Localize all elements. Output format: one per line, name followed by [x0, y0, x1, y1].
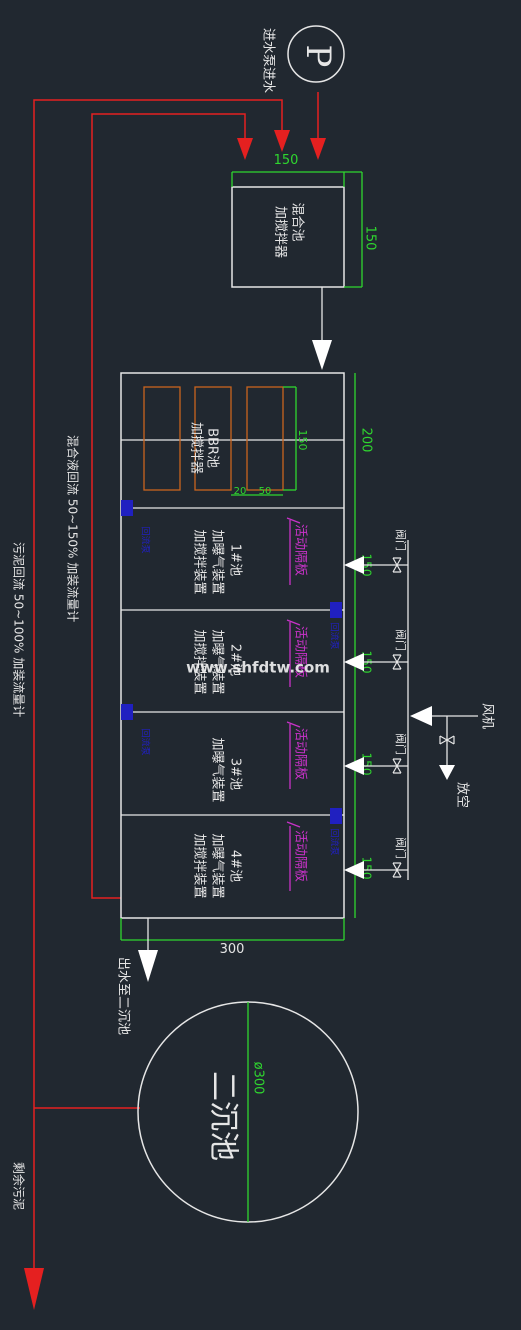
- valve-label-2: 阀门: [394, 629, 408, 651]
- air-valves: [392, 557, 455, 878]
- pump-label: 进水泵进水: [261, 28, 276, 93]
- valve-label-4: 阀门: [394, 837, 408, 859]
- mix-to-basin-arrow: [312, 340, 332, 370]
- bbr-dim-c: 20: [234, 486, 247, 497]
- inlet-arrow: [310, 138, 326, 160]
- outlet-label: 出水至二沉池: [116, 957, 131, 1035]
- bbr-tank-title: BBR池: [205, 428, 220, 468]
- basin-dividers: [121, 439, 344, 816]
- mix-tank-dim-width: 150: [274, 153, 299, 168]
- blower-arrow: [410, 706, 432, 726]
- pump-marks: [121, 500, 342, 824]
- tank-4-mixer: 加搅拌装置: [192, 833, 208, 898]
- clarifier-dim: ø300: [251, 1062, 266, 1095]
- tank-3-partition: 活动隔板: [293, 728, 308, 780]
- inlet-pump: [287, 25, 345, 83]
- partition-leaders: [286, 517, 301, 828]
- vent-arrow: [439, 765, 455, 780]
- vent-label: 放空: [455, 782, 470, 808]
- tank-2-aeration: 加曝气装置: [210, 629, 226, 694]
- tank-1-mixer: 加搅拌装置: [192, 529, 208, 594]
- mix-tank-dims: [231, 171, 363, 288]
- mix-tank-equipment: 加搅拌器: [273, 206, 289, 258]
- sludge-return-line: [33, 99, 283, 1300]
- bbr-dim-a: 200: [359, 428, 374, 453]
- mix-tank: [231, 186, 345, 288]
- tank-4-aeration: 加曝气装置: [210, 833, 226, 898]
- pump-tag-2: 回流泵: [329, 622, 341, 649]
- bio-basin: [120, 372, 345, 919]
- mix-tank-dim-height: 150: [363, 226, 378, 251]
- mixed-liquor-return-line: [91, 113, 246, 899]
- blower-label: 风机: [480, 703, 495, 729]
- outlet-arrow: [138, 950, 158, 982]
- air-pipes: [362, 540, 478, 880]
- air-injection-arrows: [344, 556, 364, 879]
- watermark: www.shfdtw.com: [186, 659, 330, 677]
- bbr-tank-equipment: 加搅拌器: [189, 422, 205, 474]
- pump-tag-1: 回流泵: [140, 526, 152, 553]
- basin-total-dim: [120, 918, 345, 941]
- mixed-liquor-arrow: [237, 138, 253, 160]
- pump-symbol: P: [298, 45, 338, 68]
- clarifier-name: 二沉池: [206, 1071, 241, 1161]
- tank-2-partition: 活动隔板: [293, 626, 308, 678]
- sludge-return-label: 污泥回流 50~100% 加装流量计: [12, 542, 26, 717]
- tank-4-partition: 活动隔板: [293, 830, 308, 882]
- excess-sludge-label: 剩余污泥: [12, 1162, 27, 1210]
- tank-2-name: 2#池: [228, 644, 243, 676]
- basin-total-dim-label: 300: [220, 942, 245, 957]
- tank-1-partition: 活动隔板: [293, 524, 308, 576]
- valve-label-1: 阀门: [394, 529, 408, 551]
- bbr-dim-b: 150: [296, 430, 309, 451]
- tank-1-aeration: 加曝气装置: [210, 529, 226, 594]
- mixed-liquor-return-label: 混合液回流 50~150% 加装流量计: [66, 435, 81, 622]
- excess-sludge-arrow: [24, 1268, 44, 1310]
- bbr-modules: [143, 386, 284, 491]
- tank-3-aeration: 加曝气装置: [210, 737, 226, 802]
- bbr-dim-d: 50: [259, 486, 272, 497]
- mix-tank-title: 混合池: [290, 202, 305, 241]
- tank-2-mixer: 加搅拌装置: [192, 629, 208, 694]
- bbr-dims: [231, 373, 356, 508]
- valve-label-3: 阀门: [394, 733, 408, 755]
- tank-3-name: 3#池: [228, 758, 243, 790]
- tank-1-name: 1#池: [228, 544, 243, 576]
- pump-tag-4: 回流泵: [329, 828, 341, 855]
- pump-tag-3: 回流泵: [140, 728, 152, 755]
- tank-4-name: 4#池: [228, 850, 243, 882]
- sludge-return-arrow: [274, 130, 290, 152]
